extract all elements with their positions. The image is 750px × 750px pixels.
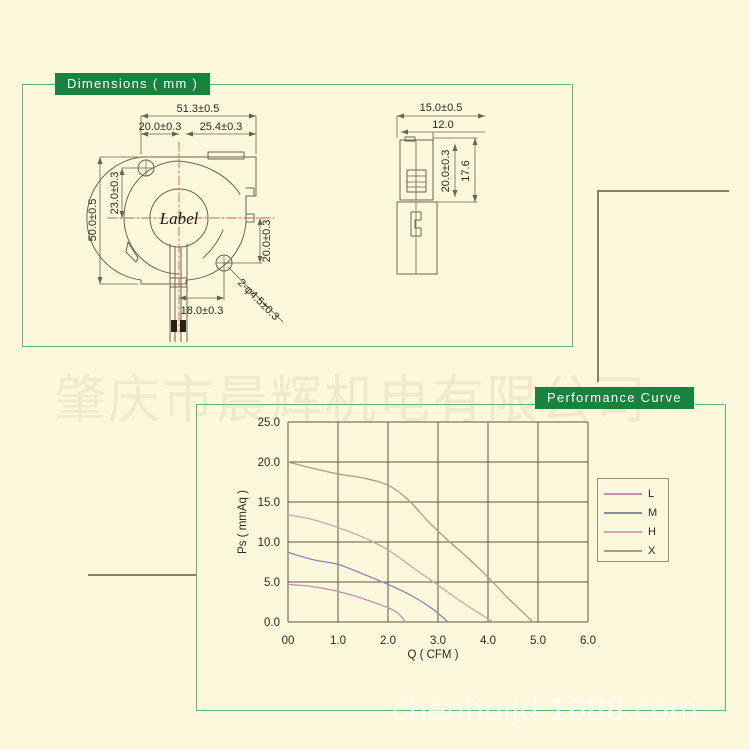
chart-xtick-label: 6.0 [580, 635, 596, 647]
dim-hole-spec-text: 2-φ4.5±0.3 [235, 277, 281, 323]
panel-dim-top-right-edge [207, 84, 571, 85]
wire-terminal-2 [180, 320, 186, 332]
performance-chart: 00 1.0 2.0 3.0 4.0 5.0 6.0 0.0 5.0 10.0 15.0 20.0 25… [237, 417, 596, 661]
dim-overall-depth [396, 113, 486, 139]
panel-perf-top-right-edge [695, 404, 724, 405]
legend-swatch-X [604, 550, 642, 552]
legend-label-H: H [648, 525, 656, 538]
dim-overall-width-text: 51.3±0.5 [177, 103, 220, 115]
panel-dim-top-left-edge [22, 84, 56, 85]
dim-right-width-text: 25.4±0.3 [200, 121, 243, 133]
decor-line-right-vert [597, 190, 599, 382]
chart-ytick-label: 15.0 [258, 497, 280, 509]
chart-curve-M [287, 551, 449, 623]
dim-split-widths [140, 131, 257, 137]
dim-hole-offset-right-text: 20.0±0.3 [261, 220, 273, 263]
hole-spec-leader [227, 266, 284, 323]
chart-xlabel: Q ( CFM ) [407, 649, 458, 661]
side-top-lip [404, 136, 416, 142]
cutoff-tongue [202, 229, 224, 259]
centerlines [107, 141, 275, 333]
chart-ytick-label: 10.0 [258, 537, 280, 549]
dimensions-banner: Dimensions ( mm ) [55, 73, 211, 95]
decor-line-left-horiz [88, 574, 196, 576]
legend-label-L: L [648, 487, 655, 500]
side-motor-stack [406, 169, 427, 193]
outlet-step-lower [245, 213, 255, 223]
chart-xtick-label: 2.0 [380, 635, 396, 647]
chart-ylabel: Ps ( mmAq ) [237, 490, 249, 554]
chart-ytick-label: 20.0 [258, 457, 280, 469]
inner-tab-left [125, 241, 139, 263]
dimensions-panel [22, 84, 573, 347]
panel-perf-top-left-edge [196, 404, 535, 405]
performance-banner: Performance Curve [535, 387, 694, 409]
legend-item-X: X [604, 545, 655, 557]
wire-terminal-1 [171, 320, 177, 332]
side-flange-block [396, 201, 438, 275]
chart-xtick-label: 3.0 [430, 635, 446, 647]
legend-label-M: M [648, 506, 658, 519]
url-watermark: chenhuijd.1688.com [392, 693, 699, 728]
dim-overall-height-text: 50.0±0.5 [87, 199, 99, 242]
legend-swatch-M [604, 512, 642, 514]
chart-curve-X [287, 461, 534, 623]
outlet-step-upper [245, 187, 255, 197]
dim-hole-offset-top-text: 23.0±0.3 [109, 172, 121, 215]
dim-overall-depth-text: 15.0±0.5 [420, 102, 463, 114]
chart-xtick-label: 00 [282, 635, 295, 647]
wire-clamp [169, 277, 188, 288]
front-view-drawing: 51.3±0.5 20.0±0.3 25.4±0.3 50.0±0.5 23.0… [86, 103, 284, 342]
housing-outline [86, 156, 257, 285]
dim-hole-offset-top [119, 167, 141, 219]
chart-ytick-label: 25.0 [258, 417, 280, 429]
mounting-hole-upper-left-cross [137, 159, 155, 177]
top-boss-rect [207, 151, 245, 160]
volute-top-curve [177, 160, 241, 195]
chart-grid [287, 421, 589, 623]
side-housing-body [399, 139, 434, 201]
dim-body-depth [400, 129, 486, 141]
fan-label-text: Label [159, 209, 199, 228]
legend-swatch-H [604, 531, 642, 533]
side-view-drawing: 15.0±0.5 12.0 20.0±0.3 17.6 [396, 102, 486, 275]
chart-ticklabels: 00 1.0 2.0 3.0 4.0 5.0 6.0 0.0 5.0 10.0 15.0 20.0 25… [258, 417, 596, 647]
dim-inner-height-text: 17.6 [460, 160, 472, 181]
chart-xtick-label: 5.0 [530, 635, 546, 647]
chart-xtick-label: 4.0 [480, 635, 496, 647]
legend-swatch-L [604, 493, 642, 495]
chart-curve-L [287, 583, 407, 623]
dim-inner-height [432, 137, 478, 203]
dim-hole-offset-right [223, 217, 263, 264]
chart-curve-H [287, 514, 494, 623]
dim-side-overall-height-text: 20.0±0.3 [440, 150, 452, 193]
chart-ytick-label: 5.0 [264, 577, 280, 589]
chart-xtick-label: 1.0 [330, 635, 346, 647]
legend-item-H: H [604, 526, 656, 538]
chart-series [287, 461, 534, 623]
dim-body-depth-text: 12.0 [432, 119, 453, 131]
dim-side-overall-height [452, 143, 458, 198]
legend-label-X: X [648, 544, 656, 557]
dim-overall-width [140, 113, 257, 155]
decor-line-right-top [597, 190, 729, 192]
dim-left-width-text: 20.0±0.3 [139, 121, 182, 133]
chart-ytick-label: 0.0 [264, 617, 280, 629]
legend-item-M: M [604, 507, 657, 519]
dim-overall-height [97, 156, 139, 285]
side-clip-detail [410, 211, 422, 237]
legend-item-L: L [604, 488, 654, 500]
dim-wire-spacing-text: 18.0±0.3 [181, 305, 224, 317]
wire-bundle [169, 243, 188, 342]
performance-panel [196, 404, 726, 711]
dim-wire-spacing [178, 269, 225, 301]
